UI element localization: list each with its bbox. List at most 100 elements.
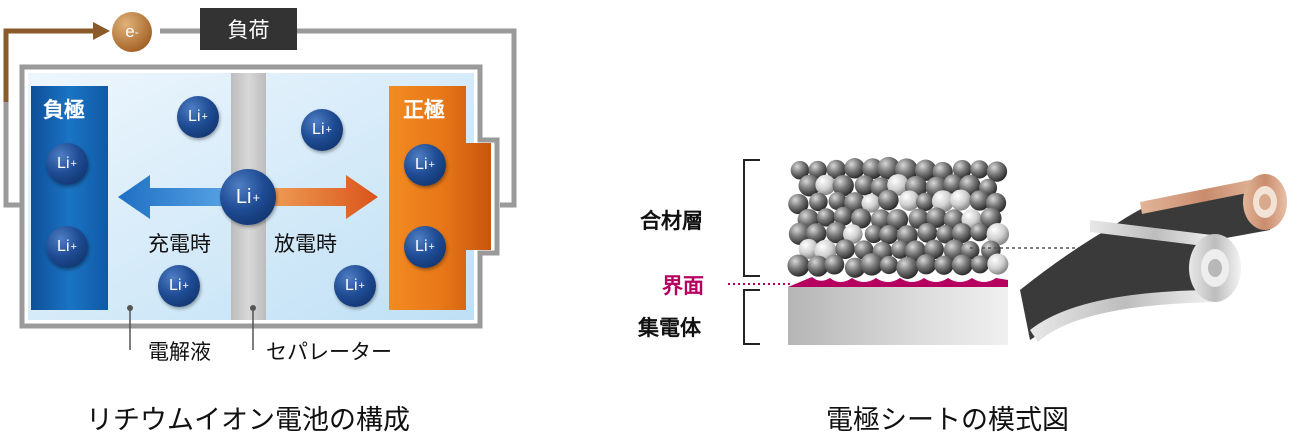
- particle: [879, 225, 899, 245]
- interface-band: [788, 277, 1008, 287]
- particle: [832, 174, 854, 197]
- particle: [914, 159, 937, 181]
- particle: [915, 192, 935, 212]
- separator-leader: [252, 308, 254, 350]
- particle: [934, 255, 954, 275]
- collector-bracket: [743, 289, 760, 345]
- li-ion: Li+: [177, 96, 219, 138]
- electron-wire: [3, 28, 95, 102]
- particle: [860, 253, 883, 276]
- particle: [816, 208, 836, 227]
- li-ion: Li+: [404, 144, 446, 186]
- particle: [808, 160, 827, 180]
- particle: [835, 239, 856, 259]
- particle: [798, 238, 819, 259]
- particle: [969, 190, 990, 211]
- particle: [899, 190, 920, 211]
- load-box: 負荷: [200, 8, 297, 50]
- particle: [833, 206, 853, 226]
- particle: [886, 208, 909, 231]
- particle: [931, 190, 954, 213]
- particle: [916, 254, 937, 275]
- negative-electrode-label: 負極: [43, 98, 85, 122]
- particle: [851, 208, 872, 229]
- particle: [790, 160, 810, 180]
- particle: [936, 225, 955, 244]
- li-ion: Li+: [334, 265, 376, 307]
- active-material-particles: [787, 156, 1010, 279]
- particle: [986, 222, 1010, 246]
- electrolyte-label: 電解液: [148, 340, 211, 364]
- particle: [825, 221, 848, 244]
- li-ion: Li+: [46, 226, 88, 268]
- particle: [870, 209, 892, 230]
- electrode-caption: 電極シートの模式図: [826, 405, 1069, 436]
- li-ion: Li+: [158, 265, 200, 307]
- particle: [787, 254, 810, 277]
- li-ion: Li+: [301, 109, 343, 151]
- li-ion: Li+: [404, 226, 446, 268]
- particle: [986, 161, 1008, 182]
- particle: [877, 189, 899, 211]
- particle: [970, 160, 989, 179]
- interface-label: 界面: [662, 274, 704, 298]
- particle: [951, 254, 973, 276]
- electron-sign: -: [134, 25, 139, 39]
- particle: [826, 159, 847, 180]
- particle: [824, 254, 845, 275]
- particle: [844, 192, 866, 214]
- particle: [862, 158, 884, 180]
- particle: [864, 224, 883, 244]
- particle: [924, 239, 944, 260]
- particle: [987, 253, 1009, 275]
- particle: [890, 240, 910, 259]
- load-label: 負荷: [227, 18, 270, 42]
- separator-label: セパレーター: [266, 340, 392, 364]
- particle: [798, 174, 821, 197]
- particle: [877, 156, 901, 180]
- particle: [896, 256, 919, 279]
- particle: [844, 257, 866, 278]
- particle: [887, 174, 909, 196]
- battery-case: [19, 64, 500, 329]
- circuit-wire-left: [3, 100, 20, 208]
- li-ion-moving: Li+: [220, 169, 276, 225]
- particle: [788, 193, 809, 215]
- particle: [943, 174, 964, 194]
- particle: [854, 175, 875, 196]
- electrode-rolls: [1020, 174, 1287, 342]
- particle: [844, 158, 865, 179]
- particle: [809, 192, 828, 212]
- particle: [843, 224, 863, 244]
- composite-layer-bracket: [743, 159, 760, 277]
- particle: [806, 223, 827, 244]
- discharge-label: 放電時: [274, 232, 337, 256]
- particle: [951, 222, 972, 244]
- particle: [815, 174, 836, 196]
- particle: [879, 255, 899, 275]
- electron-badge: e-: [112, 12, 152, 52]
- particle: [788, 222, 812, 245]
- particle: [970, 255, 989, 274]
- electrolyte-leader: [129, 308, 131, 350]
- particle: [917, 222, 938, 243]
- particle: [926, 207, 947, 228]
- particle: [828, 191, 847, 211]
- electrode-cross-section: [728, 156, 1287, 345]
- circuit-wire: [160, 28, 517, 208]
- particle: [950, 189, 972, 211]
- electron-arrow-head: [93, 22, 110, 40]
- negative-electrode: [31, 86, 108, 310]
- battery-caption: リチウムイオン電池の構成: [86, 405, 410, 436]
- particle: [970, 222, 989, 242]
- electron-symbol: e: [125, 22, 135, 41]
- particle: [952, 159, 972, 179]
- charge-label: 充電時: [148, 232, 211, 256]
- positive-electrode-label: 正極: [403, 98, 445, 122]
- particle: [861, 193, 881, 213]
- collector-label: 集電体: [638, 316, 701, 340]
- current-collector: [788, 287, 1008, 345]
- particle: [807, 255, 829, 277]
- composite-layer-label: 合材層: [640, 209, 703, 233]
- li-ion: Li+: [46, 143, 88, 185]
